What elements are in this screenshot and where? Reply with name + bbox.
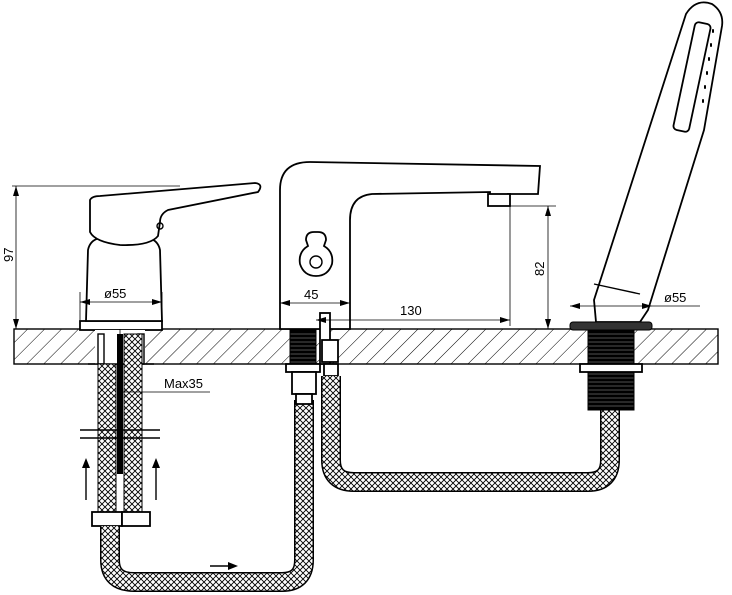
dim-spout-reach: 130: [400, 303, 422, 318]
mixer-to-spout-hose: [100, 400, 314, 592]
dimension-lines: [12, 185, 700, 393]
spout-to-handshower-hose: [321, 376, 620, 492]
dim-spout-height: 82: [532, 262, 547, 276]
dim-handshower-base-diameter: ø55: [664, 290, 686, 305]
dim-mixer-height: 97: [1, 248, 16, 262]
dim-max-deck-thickness: Max35: [164, 376, 203, 391]
handshower: [569, 1, 724, 411]
dim-mixer-base-diameter: ø55: [104, 286, 126, 301]
spout-connectors: [285, 312, 339, 405]
spout-body: [279, 161, 541, 330]
dim-spout-base-width: 45: [304, 287, 318, 302]
mixer-supply-hoses: [80, 333, 160, 527]
flow-arrows: [82, 458, 238, 570]
